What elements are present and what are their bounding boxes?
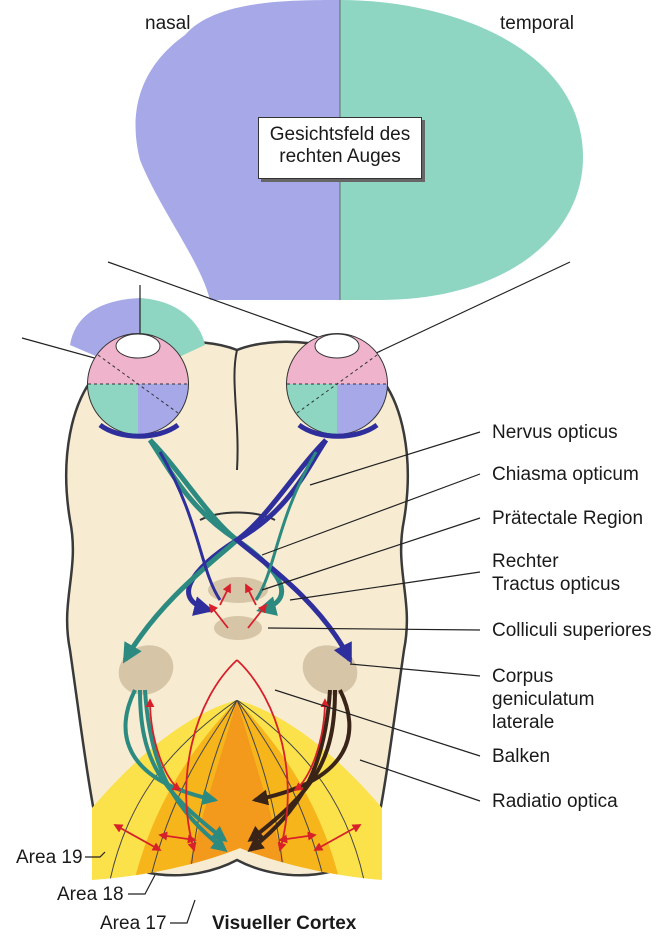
label-tractus-opticus: Tractus opticus: [492, 573, 620, 596]
temporal-label: temporal: [500, 12, 574, 35]
left-eye: [88, 334, 188, 436]
label-radiatio-optica: Radiatio optica: [492, 790, 618, 813]
visual-field-title-box: Gesichtsfeld des rechten Auges: [258, 117, 422, 179]
label-geniculatum: geniculatum: [492, 688, 594, 711]
nasal-label: nasal: [145, 12, 190, 35]
label-rechter: Rechter: [492, 550, 559, 573]
label-colliculi-superiores: Colliculi superiores: [492, 619, 651, 642]
label-chiasma-opticum: Chiasma opticum: [492, 463, 639, 486]
label-laterale: laterale: [492, 711, 554, 734]
right-eye: [287, 334, 387, 436]
label-nervus-opticus: Nervus opticus: [492, 421, 618, 444]
label-balken: Balken: [492, 745, 550, 768]
visual-field-title-line2: rechten Auges: [259, 146, 421, 168]
label-area-18: Area 18: [57, 883, 124, 906]
label-area-19: Area 19: [16, 846, 83, 869]
label-visueller-cortex: Visueller Cortex: [212, 912, 356, 935]
visual-field-title-line1: Gesichtsfeld des: [259, 124, 421, 146]
label-praetectale-region: Prätectale Region: [492, 507, 643, 530]
label-corpus: Corpus: [492, 665, 553, 688]
label-area-17: Area 17: [100, 912, 167, 935]
